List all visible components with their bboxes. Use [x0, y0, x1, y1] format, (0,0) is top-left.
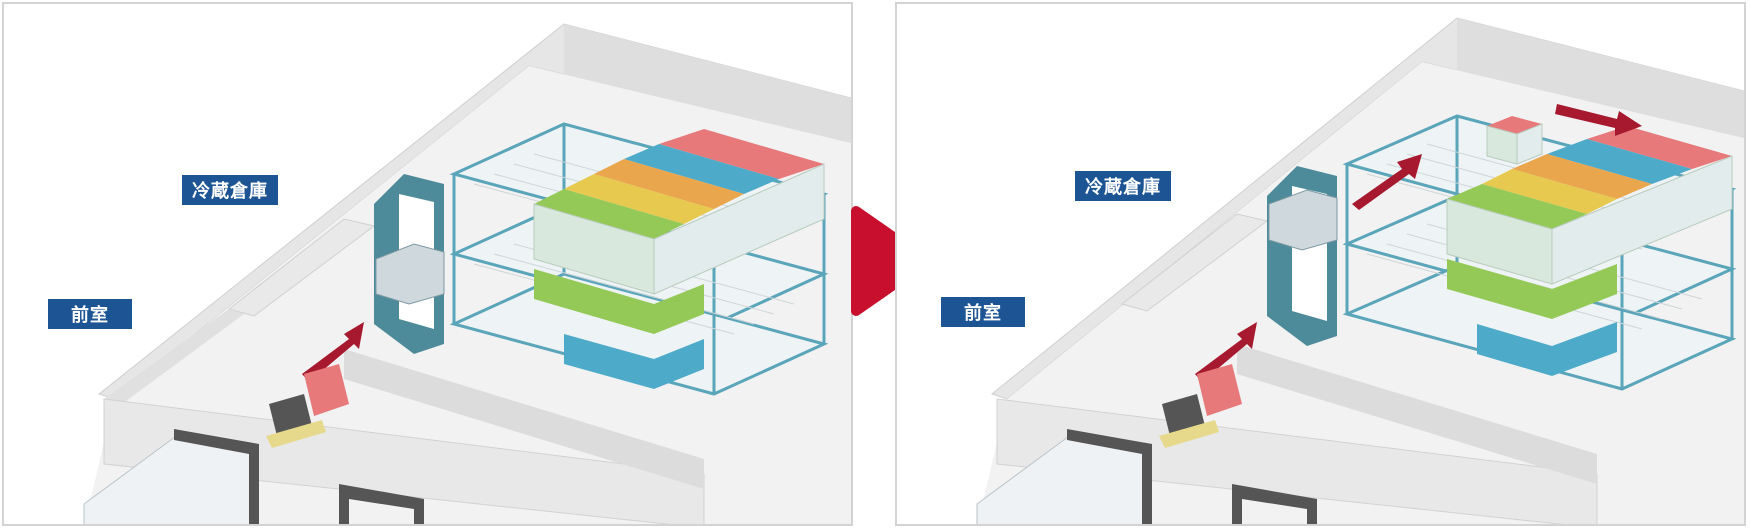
direction-arrow-icon	[1195, 322, 1257, 382]
dock-door-frame-2	[339, 484, 424, 524]
back-wall	[1457, 18, 1744, 139]
box-stack-middle	[534, 269, 704, 389]
back-wall	[564, 24, 851, 144]
label-anteroom: 前室	[48, 299, 132, 329]
dock-door-frame-2	[1232, 484, 1317, 524]
label-cold-storage: 冷蔵倉庫	[1075, 171, 1171, 201]
label-cold-storage: 冷蔵倉庫	[182, 175, 278, 205]
label-anteroom: 前室	[941, 297, 1025, 327]
direction-arrow-icon	[1352, 154, 1422, 210]
inner-partition	[1237, 344, 1597, 484]
direction-arrow-icon	[302, 322, 364, 382]
anteroom-wall	[104, 309, 244, 404]
warehouse-illustration-before	[83, 23, 851, 524]
next-step-arrow-icon	[851, 206, 933, 316]
vertical-lift-icon	[1267, 166, 1338, 346]
panel-after: 冷蔵倉庫 前室	[895, 2, 1746, 526]
front-wall	[996, 398, 1598, 524]
box-stack-top	[1446, 116, 1733, 285]
front-wall	[103, 398, 705, 524]
direction-arrow-icon	[1555, 104, 1642, 136]
dock-door-frame	[174, 429, 259, 524]
inner-partition	[344, 349, 704, 489]
box-stack-middle	[1447, 259, 1617, 376]
dock-door-frame	[1067, 429, 1152, 524]
vertical-lift-icon	[374, 174, 445, 354]
forklift-icon	[1159, 364, 1242, 448]
warehouse-illustration-after	[976, 17, 1744, 524]
forklift-icon	[266, 364, 349, 448]
box-stack-top	[533, 129, 825, 295]
panel-before: 冷蔵倉庫 前室	[2, 2, 853, 526]
